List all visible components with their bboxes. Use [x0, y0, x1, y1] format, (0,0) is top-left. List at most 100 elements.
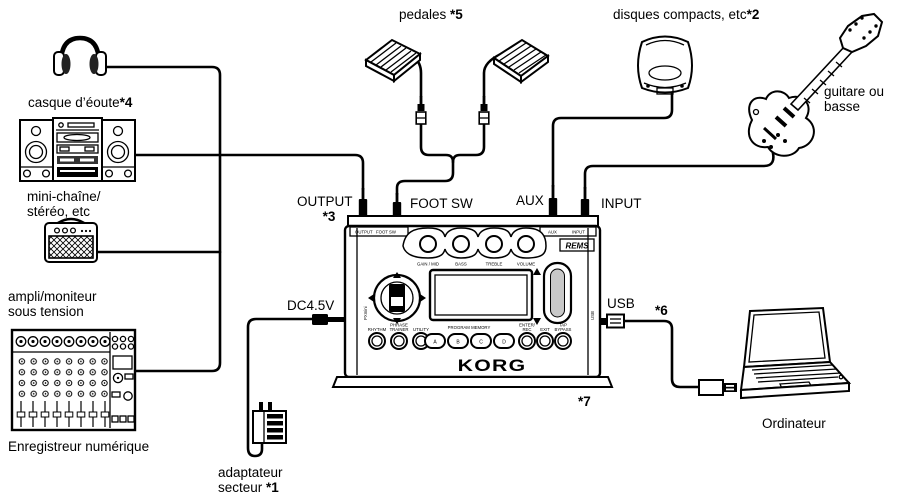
cd-player-icon — [637, 35, 693, 95]
label-computer: Ordinateur — [762, 416, 826, 431]
btn-label-rhythm: RHYTHM — [368, 327, 387, 332]
note-6: *6 — [655, 303, 668, 318]
label-stereo-line2: stéréo, etc — [27, 204, 90, 219]
usb-plug-computer — [698, 379, 737, 396]
note-3: *3 — [323, 209, 336, 224]
label-cd-ref: *2 — [747, 7, 760, 22]
label-adapter-line2-text: secteur — [218, 480, 266, 495]
label-amp-line1: ampli/moniteur — [8, 289, 97, 304]
label-headphones-text: casque d’éoute — [28, 95, 120, 110]
knob-label-bass: BASS — [455, 262, 467, 267]
label-guitar-line1: guitare ou — [824, 84, 884, 99]
device-side-label-right: USB — [590, 311, 595, 320]
tap-bypass-button — [554, 332, 572, 350]
laptop-icon — [739, 306, 852, 400]
aux-plug — [548, 185, 558, 217]
footsw-plug — [392, 193, 402, 217]
mixer-icon — [10, 328, 137, 432]
label-pedals: pedales *5 — [399, 7, 463, 22]
pedal-left-icon — [364, 38, 422, 84]
label-pedals-text: pedales — [399, 7, 450, 22]
volume-knob — [517, 235, 535, 253]
memory-button-a — [424, 333, 446, 349]
memory-button-c-label: C — [479, 340, 483, 346]
lcd-display — [428, 268, 534, 322]
memory-button-d — [493, 333, 515, 349]
port-label-output: OUTPUT — [297, 194, 353, 209]
btn-label-tap: TAP — [559, 323, 567, 328]
bass-knob — [452, 235, 470, 253]
label-adapter-ref: *1 — [266, 480, 279, 495]
label-headphones: casque d’éoute*4 — [28, 95, 133, 110]
treble-knob — [485, 235, 503, 253]
label-adapter-line2: secteur *1 — [218, 480, 279, 495]
port-label-footsw: FOOT SW — [410, 196, 473, 211]
memory-button-a-label: A — [433, 340, 437, 346]
cable-pedal-right-lower — [451, 122, 486, 164]
cable-stereo-to-output — [133, 153, 365, 191]
memory-button-d-label: D — [502, 340, 506, 346]
dc-cable — [246, 317, 314, 458]
guitar-icon — [747, 12, 884, 157]
device-jack-output-label: OUTPUT — [355, 230, 373, 235]
exit-button — [536, 332, 554, 350]
btn-label-exit: EXIT — [540, 327, 550, 332]
usb-plug-device — [600, 313, 625, 329]
dc-plug — [312, 314, 344, 325]
value-slider — [533, 261, 573, 325]
rems-logo: REMS — [565, 242, 589, 251]
device-base — [331, 376, 614, 388]
btn-label-phrase: PHRASE — [390, 323, 408, 328]
korg-logo: KORG — [458, 357, 527, 376]
btn-label-bypass: BYPASS — [555, 327, 572, 332]
port-label-usb: USB — [607, 296, 635, 311]
label-headphones-ref: *4 — [120, 95, 133, 110]
headphones-icon — [53, 35, 107, 76]
port-label-dc: DC4.5V — [287, 298, 334, 313]
ac-adapter-icon — [252, 402, 287, 444]
label-cd-text: disques compacts, etc — [613, 7, 747, 22]
memory-button-c — [470, 333, 492, 349]
knob-label-volume: VOLUME — [517, 262, 535, 267]
lcd-display-inner — [434, 274, 528, 316]
gain-knob — [419, 235, 437, 253]
label-adapter-line1: adaptateur — [218, 465, 283, 480]
pedal-cable-couplers — [415, 96, 490, 125]
cable-pedal-left-lower — [395, 122, 455, 196]
memory-button-b — [447, 333, 469, 349]
knob-label-treble: TREBLE — [486, 262, 503, 267]
input-plug — [580, 187, 590, 217]
device-jack-input-label: INPUT — [572, 230, 585, 235]
device-side-label-left: PXmini — [363, 306, 368, 320]
input-cable — [583, 147, 775, 190]
label-amp-line2: sous tension — [8, 304, 84, 319]
label-cd: disques compacts, etc*2 — [613, 7, 759, 22]
btn-label-trainer: TRAINER — [390, 327, 409, 332]
label-pedals-ref: *5 — [450, 7, 463, 22]
usb-cable — [622, 319, 702, 389]
enter-rec-button — [518, 332, 536, 350]
output-plug — [358, 188, 368, 217]
aux-cable — [551, 90, 674, 188]
label-recorder: Enregistreur numérique — [8, 439, 149, 454]
korg-device: OUTPUT FOOT SW AUX INPUT GAIN / MID BASS… — [331, 215, 614, 388]
program-memory-label: PROGRAM MEMORY — [448, 325, 491, 330]
rhythm-button — [368, 332, 386, 350]
amp-icon — [44, 217, 98, 263]
rems-logo-box — [559, 238, 595, 252]
note-7: *7 — [578, 394, 591, 409]
label-stereo-line1: mini-chaîne/ — [27, 189, 101, 204]
port-label-input: INPUT — [601, 196, 642, 211]
memory-button-b-label: B — [456, 340, 460, 346]
device-jack-aux-label: AUX — [548, 230, 557, 235]
phrase-trainer-button — [390, 332, 408, 350]
label-guitar-line2: basse — [824, 99, 860, 114]
btn-label-rec: REC — [522, 327, 531, 332]
port-label-aux: AUX — [516, 193, 544, 208]
stereo-system-icon — [19, 117, 136, 182]
jack-plate-left — [349, 226, 409, 237]
btn-label-enter: ENTER/ — [519, 323, 536, 328]
cable-bus-left — [101, 65, 222, 373]
